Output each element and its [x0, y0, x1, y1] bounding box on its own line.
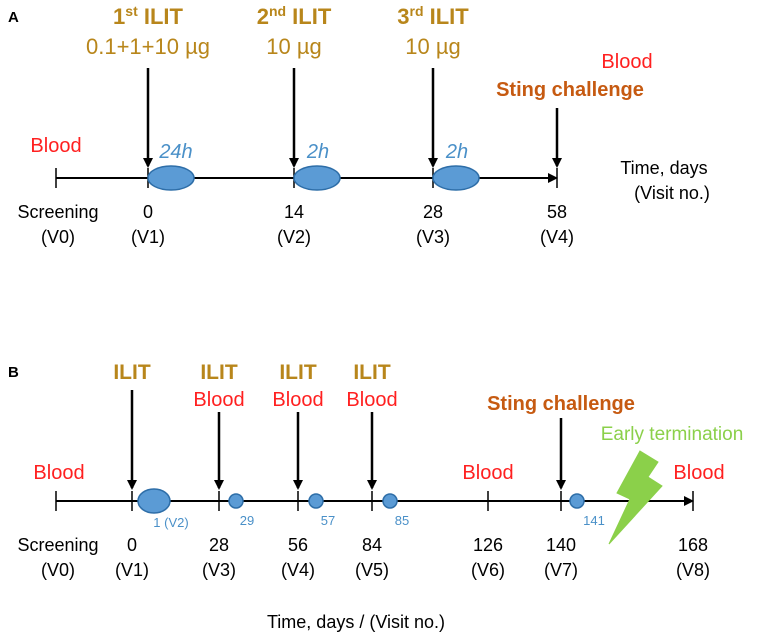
blood-label: Blood — [346, 389, 397, 411]
panel-a: A 1st ILIT 0.1+1+10 µg 2nd ILIT 10 µg 3r… — [8, 3, 710, 247]
blood-label: Blood — [673, 462, 724, 484]
tick-day-label: 14 — [284, 202, 304, 222]
sting-challenge-label: Sting challenge — [487, 393, 635, 415]
axis-title-b: Time, days / (Visit no.) — [267, 612, 445, 632]
ilit-label: ILIT — [200, 361, 237, 384]
tick-visit-label: (V8) — [676, 560, 710, 580]
ilit-2-dose: 10 µg — [266, 34, 322, 59]
blood-label: Blood — [193, 389, 244, 411]
tick-day-label: 56 — [288, 535, 308, 555]
tick-day-label: Screening — [17, 535, 98, 555]
interval-oval — [147, 165, 195, 191]
ilit-1-title: 1st ILIT — [113, 3, 183, 29]
ilit-label: ILIT — [279, 361, 316, 384]
tick-visit-label: (V3) — [202, 560, 236, 580]
ilit-label: ILIT — [113, 361, 150, 384]
blood-label: Blood — [33, 462, 84, 484]
visit-marker — [308, 493, 324, 509]
visit-marker-label: 29 — [240, 513, 254, 528]
visit-marker-label: 85 — [395, 513, 409, 528]
blood-label: Blood — [462, 462, 513, 484]
interval-label: 2h — [306, 141, 329, 163]
tick-day-label: 168 — [678, 535, 708, 555]
tick-visit-label: (V2) — [277, 227, 311, 247]
tick-day-label: 28 — [423, 202, 443, 222]
visit-marker-label: 1 (V2) — [153, 515, 188, 530]
visit-marker — [228, 493, 244, 509]
visit-marker-label: 57 — [321, 513, 335, 528]
blood-left-label: Blood — [30, 135, 81, 157]
ilit-1-dose: 0.1+1+10 µg — [86, 34, 210, 59]
visit-marker — [382, 493, 398, 509]
axis-subtitle-a: (Visit no.) — [634, 183, 710, 203]
tick-visit-label: (V3) — [416, 227, 450, 247]
tick-visit-label: (V6) — [471, 560, 505, 580]
tick-visit-label: (V4) — [540, 227, 574, 247]
tick-visit-label: (V5) — [355, 560, 389, 580]
tick-visit-label: (V7) — [544, 560, 578, 580]
tick-day-label: 0 — [143, 202, 153, 222]
panel-a-label: A — [8, 9, 19, 26]
ilit-label: ILIT — [353, 361, 390, 384]
tick-visit-label: (V4) — [281, 560, 315, 580]
interval-label: 24h — [158, 141, 192, 163]
tick-day-label: 126 — [473, 535, 503, 555]
tick-visit-label: (V0) — [41, 227, 75, 247]
blood-label: Blood — [272, 389, 323, 411]
panel-b-label: B — [8, 364, 19, 381]
tick-day-label: 140 — [546, 535, 576, 555]
blood-right-label: Blood — [601, 51, 652, 73]
interval-oval — [432, 165, 480, 191]
ilit-2-title: 2nd ILIT — [257, 3, 332, 29]
tick-visit-label: (V1) — [115, 560, 149, 580]
axis-title-a: Time, days — [620, 158, 707, 178]
tick-day-label: 84 — [362, 535, 382, 555]
ilit-3-dose: 10 µg — [405, 34, 461, 59]
interval-label: 2h — [445, 141, 468, 163]
interval-oval — [293, 165, 341, 191]
tick-day-label: 58 — [547, 202, 567, 222]
tick-visit-label: (V1) — [131, 227, 165, 247]
ilit-3-title: 3rd ILIT — [397, 3, 469, 29]
sting-challenge-label: Sting challenge — [496, 79, 644, 101]
tick-day-label: Screening — [17, 202, 98, 222]
visit-marker-label: 141 — [583, 513, 605, 528]
tick-day-label: 28 — [209, 535, 229, 555]
panel-b: B ILIT ILIT ILIT ILIT Blood Blood Blood … — [8, 361, 743, 632]
tick-day-label: 0 — [127, 535, 137, 555]
visit-marker — [569, 493, 585, 509]
lightning-bolt-icon — [608, 450, 663, 545]
visit-marker — [137, 488, 171, 514]
early-termination-label: Early termination — [601, 424, 744, 445]
tick-visit-label: (V0) — [41, 560, 75, 580]
